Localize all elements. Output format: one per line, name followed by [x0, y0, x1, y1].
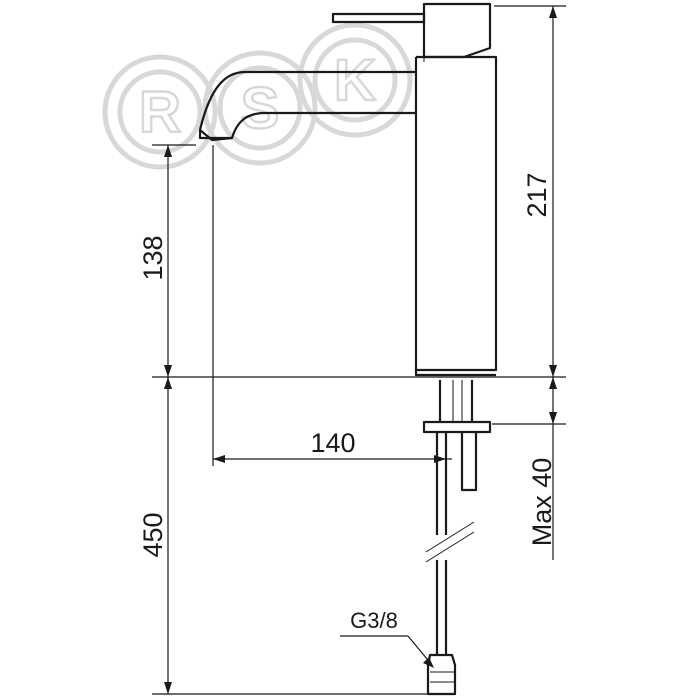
dimension-138: 138 [138, 144, 196, 377]
dimension-label-140: 140 [310, 428, 355, 458]
lower-stud [460, 432, 478, 492]
dimension-label-max-40: Max 40 [527, 458, 557, 547]
watermark-letter-s: S [241, 76, 280, 141]
dimension-label-450: 450 [138, 512, 168, 557]
watermark-letter-r: R [139, 80, 181, 145]
dimension-max-40: Max 40 [492, 377, 566, 560]
watermark-letter-k: K [334, 48, 376, 113]
rsk-watermark-logo: R S K [102, 22, 413, 170]
dimension-450: 450 [138, 377, 432, 695]
cartridge-housing [422, 2, 492, 59]
thread-label: G3/8 [350, 608, 398, 633]
hose-connection-nut [426, 653, 457, 696]
mounting-stud [438, 380, 474, 422]
dimension-label-217: 217 [522, 172, 552, 217]
main-column [414, 55, 498, 377]
lever-handle [331, 12, 426, 24]
dimension-label-138: 138 [138, 235, 168, 280]
dimension-217: 217 [494, 5, 566, 377]
faucet-outline [198, 2, 498, 696]
flexible-hose [435, 432, 448, 655]
thread-annotation: G3/8 [340, 608, 434, 668]
hose-break-marks [425, 521, 475, 563]
dimension-140: 140 [212, 145, 452, 466]
locking-nut [422, 420, 492, 434]
